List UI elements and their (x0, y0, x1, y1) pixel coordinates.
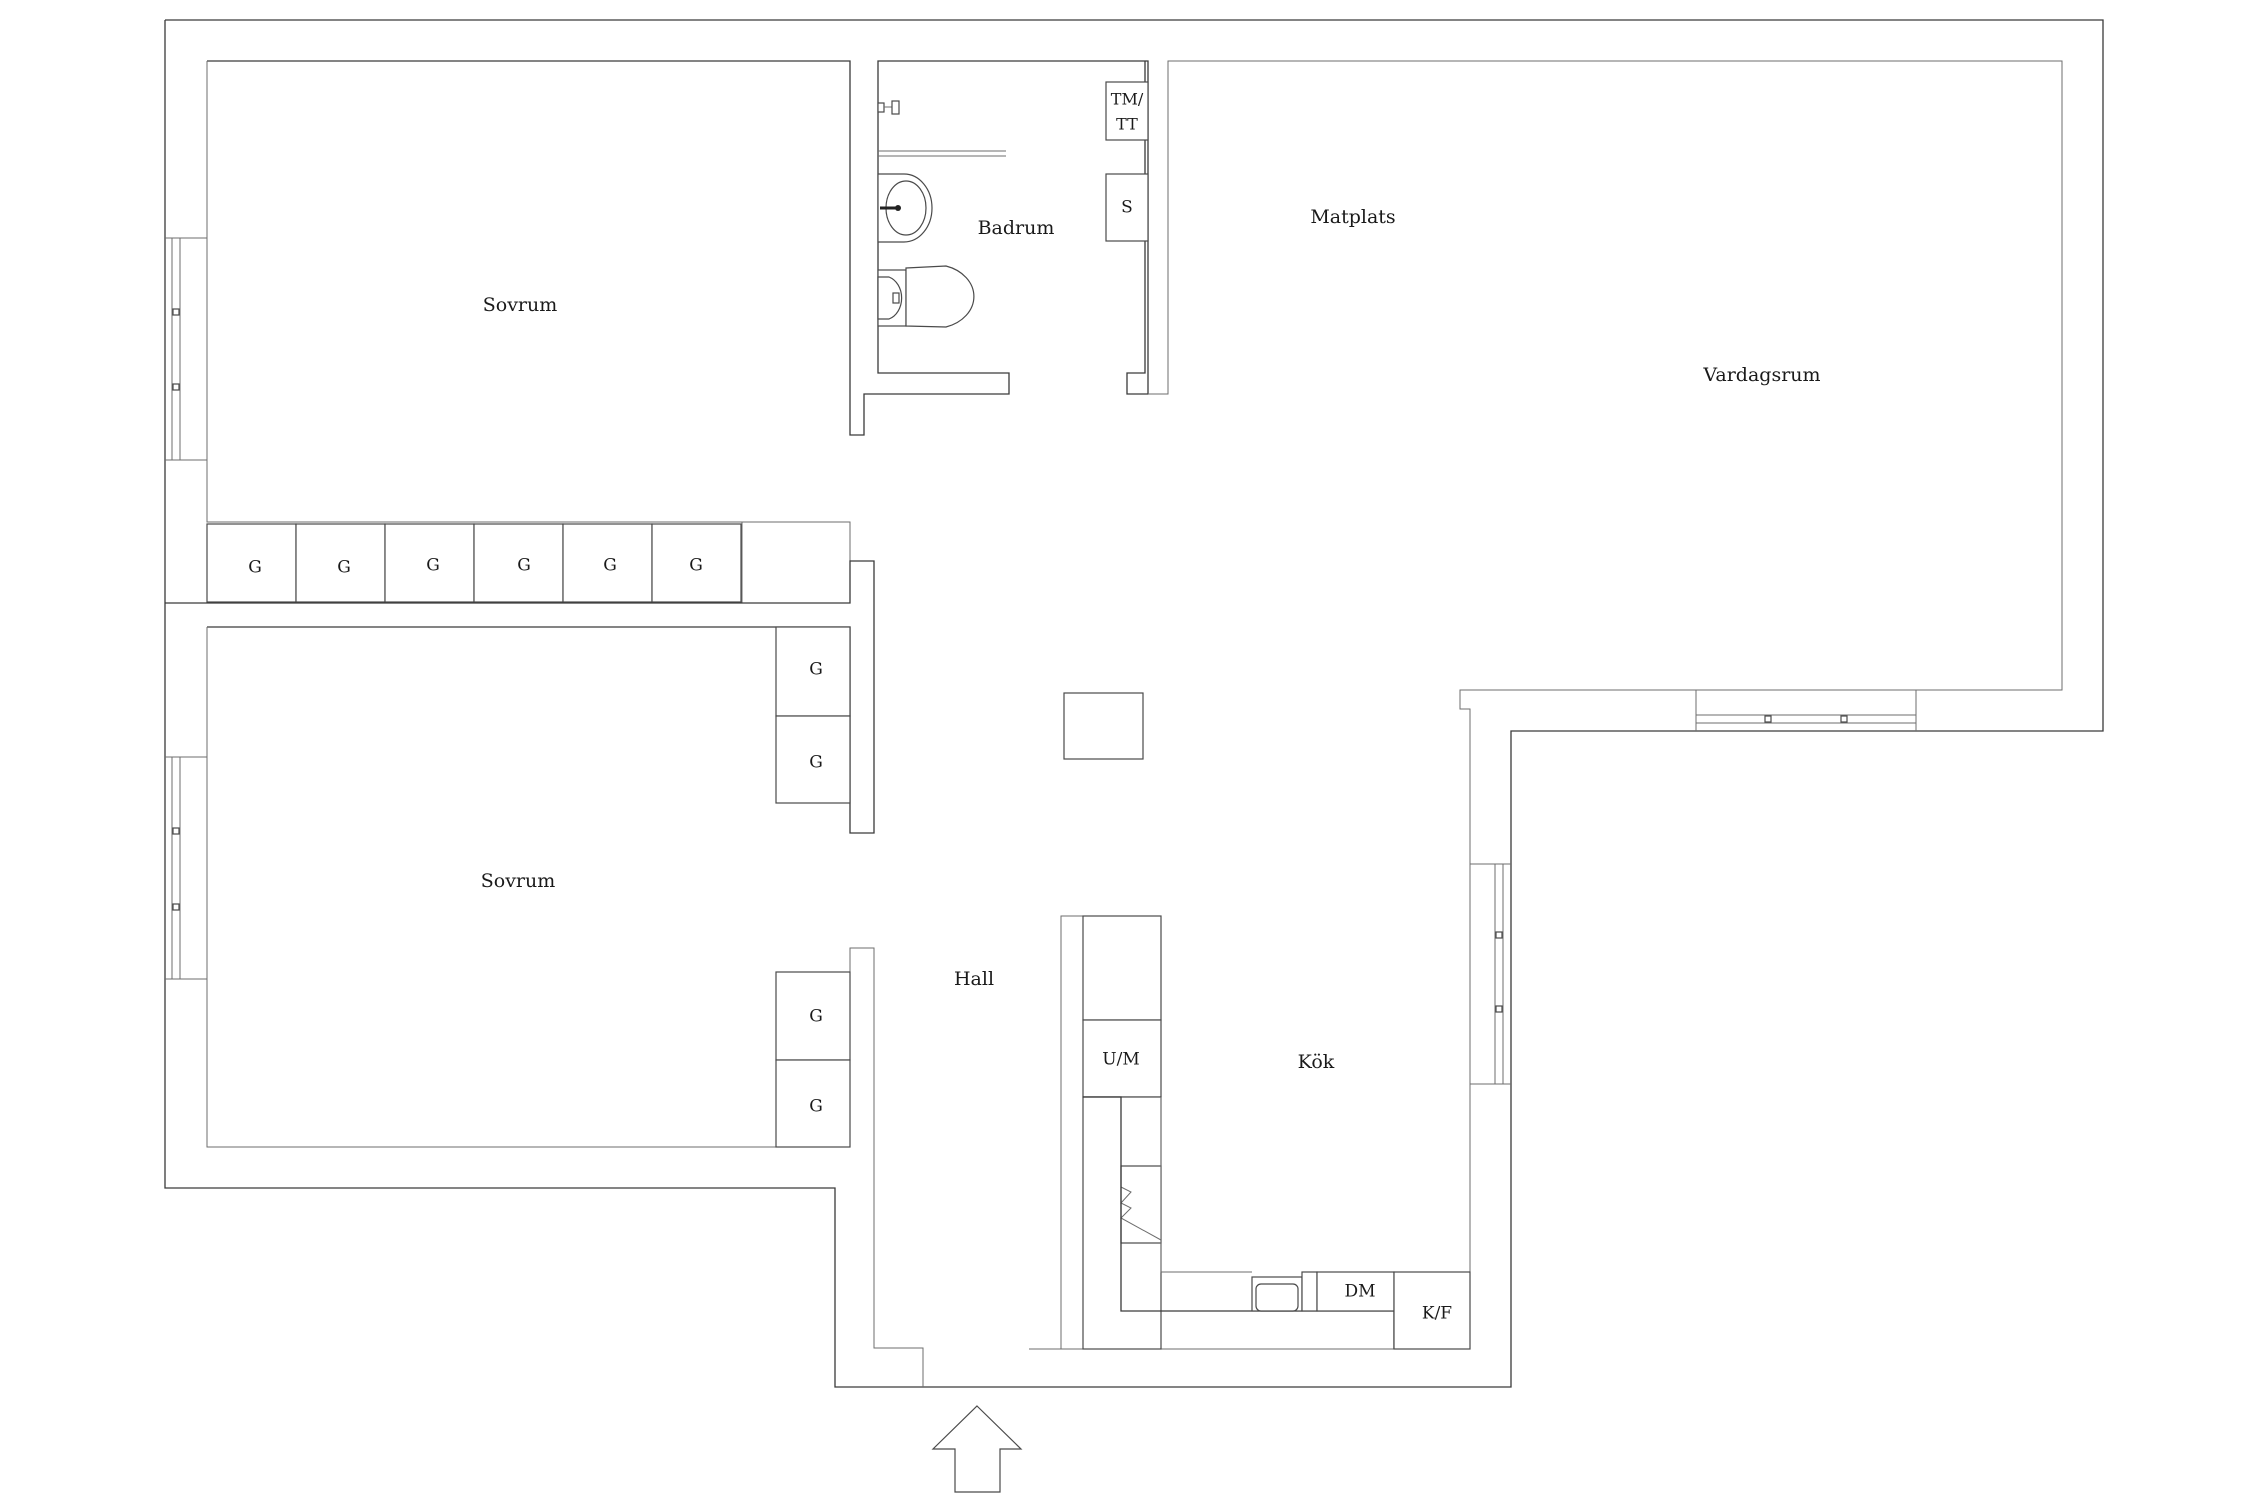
room-label-kitchen: Kök (1298, 1051, 1335, 1073)
column (1063, 692, 1144, 760)
room-label-bathroom: Badrum (978, 217, 1055, 239)
wardrobe-8 (775, 715, 851, 804)
wardrobe-2 (295, 523, 386, 603)
wardrobe-label: G (426, 556, 440, 576)
window-bedroom-top (165, 237, 207, 461)
wardrobe-label: G (809, 753, 823, 773)
wardrobe-10 (775, 1059, 851, 1148)
bedroom-top: Sovrum (165, 61, 851, 604)
exterior-walls (164, 19, 2104, 1388)
wardrobe-label: G (689, 556, 703, 576)
wardrobe-label: G (337, 558, 351, 578)
room-label-hall: Hall (954, 968, 994, 990)
hall: Hall (922, 915, 1083, 1387)
wardrobe-6 (651, 523, 742, 603)
wardrobe-label: G (517, 556, 531, 576)
shower-head-icon (877, 100, 900, 115)
bedroom-bottom: Sovrum G G G G (165, 626, 924, 1387)
room-label-dining: Matplats (1310, 206, 1395, 228)
oven-microwave-label: U/M (1102, 1050, 1139, 1070)
wardrobe-label: G (809, 1097, 823, 1117)
window-living (1695, 690, 1917, 731)
wardrobe-label: G (809, 660, 823, 680)
wardrobe-label: G (809, 1007, 823, 1027)
wardrobe-label: G (248, 558, 262, 578)
storage-unit (1105, 173, 1149, 242)
wardrobe-1 (206, 523, 297, 603)
entrance-arrow-icon (931, 1405, 1023, 1493)
room-label-living: Vardagsrum (1702, 364, 1820, 386)
fridge-freezer-label: K/F (1422, 1304, 1452, 1324)
wardrobe-7 (775, 626, 851, 717)
window-kitchen (1470, 863, 1511, 1085)
room-label-bedroom-top: Sovrum (483, 294, 558, 316)
bathroom: Badrum TM/ TT S (877, 81, 1149, 328)
fridge-freezer (1393, 1271, 1471, 1350)
washer-dryer-label: TM/ (1111, 90, 1144, 109)
dining-living: Matplats Vardagsrum (1310, 206, 1917, 731)
wardrobe-row: G G G G G G (206, 523, 742, 603)
wardrobe-label: G (603, 556, 617, 576)
kitchen-sink-icon (1251, 1276, 1303, 1312)
washer-dryer-label: TT (1116, 115, 1138, 134)
stove-icon (1120, 1165, 1162, 1244)
dishwasher-label: DM (1344, 1282, 1375, 1302)
kitchen: Kök U/M DM K/F (1082, 863, 1511, 1350)
wardrobe-3 (384, 523, 475, 603)
window-bedroom-bottom (165, 756, 207, 980)
oven-microwave (1082, 1019, 1162, 1098)
wardrobe-5 (562, 523, 653, 603)
counter-segment (1301, 1271, 1318, 1312)
sink-icon (877, 173, 933, 243)
tall-cabinet (1082, 915, 1162, 1021)
washer-dryer-unit (1105, 81, 1149, 141)
storage-label: S (1121, 198, 1133, 218)
room-label-bedroom-bottom: Sovrum (481, 870, 556, 892)
toilet-icon (877, 265, 975, 328)
wardrobe-4 (473, 523, 564, 603)
dishwasher (1316, 1271, 1395, 1312)
